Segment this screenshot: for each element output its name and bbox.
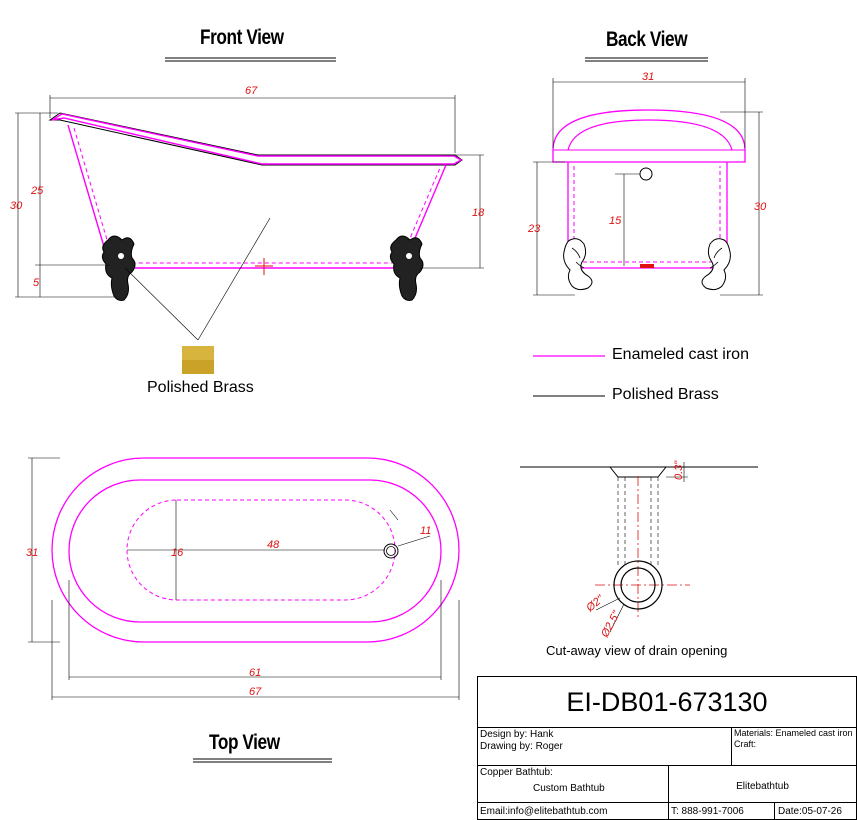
claw-foot-left — [101, 235, 136, 301]
top-dim-drain: 11 — [420, 525, 431, 537]
legend-brass-label: Polished Brass — [612, 386, 719, 403]
phone: T: 888-991-7006 — [671, 806, 744, 817]
drain-caption: Cut-away view of drain opening — [546, 643, 728, 658]
front-dim-depth: 18 — [472, 207, 485, 219]
top-dim-inner-length: 48 — [267, 539, 280, 551]
back-dim-height-inner: 23 — [527, 223, 541, 235]
drawing-by: Drawing by: Roger — [480, 741, 563, 752]
product-line1: Copper Bathtub: — [480, 767, 553, 778]
legend-enamel-label: Enameled cast iron — [612, 346, 749, 363]
drain-dim-depth: 0.3" — [673, 460, 685, 480]
title-block: EI-DB01-673130 Design by: Hank Drawing b… — [477, 676, 857, 820]
swatch-label: Polished Brass — [147, 379, 254, 396]
claw-foot-right — [389, 235, 424, 301]
company-name: Elitebathtub — [736, 781, 789, 792]
front-dim-length: 67 — [245, 85, 258, 97]
top-dim-length-inner: 61 — [249, 667, 261, 679]
drain-cutaway: 0.3" Ø2" Ø2.5" — [520, 460, 758, 640]
back-view-title: Back View — [606, 28, 688, 51]
email: Email:info@elitebathtub.com — [480, 806, 608, 817]
front-view-title: Front View — [200, 26, 284, 49]
product-line2: Custom Bathtub — [533, 783, 605, 794]
back-foot-right — [701, 238, 731, 291]
top-dim-width: 31 — [26, 547, 38, 559]
front-view: 67 30 25 5 18 — [10, 85, 485, 374]
front-dim-height-rim: 25 — [30, 185, 44, 197]
top-view: 31 48 16 11 61 67 — [26, 457, 460, 700]
back-foot-left — [563, 238, 593, 291]
front-dim-foot: 5 — [33, 277, 40, 289]
materials: Materials: Enameled cast iron — [734, 728, 853, 738]
front-dim-height-total: 30 — [10, 200, 23, 212]
drain-dim-inner: Ø2" — [583, 592, 607, 614]
top-dim-length: 67 — [249, 686, 262, 698]
craft: Craft: — [734, 739, 757, 749]
back-dim-width: 31 — [642, 71, 654, 83]
top-view-title: Top View — [209, 731, 280, 754]
drawing-code: EI-DB01-673130 — [566, 687, 768, 717]
date: Date:05-07-26 — [778, 806, 842, 817]
design-by: Design by: Hank — [480, 729, 554, 740]
top-dim-inner-width: 16 — [171, 547, 184, 559]
back-view: 31 23 15 30 — [527, 71, 767, 296]
back-dim-height-total: 30 — [754, 201, 767, 213]
back-dim-depth: 15 — [609, 215, 622, 227]
